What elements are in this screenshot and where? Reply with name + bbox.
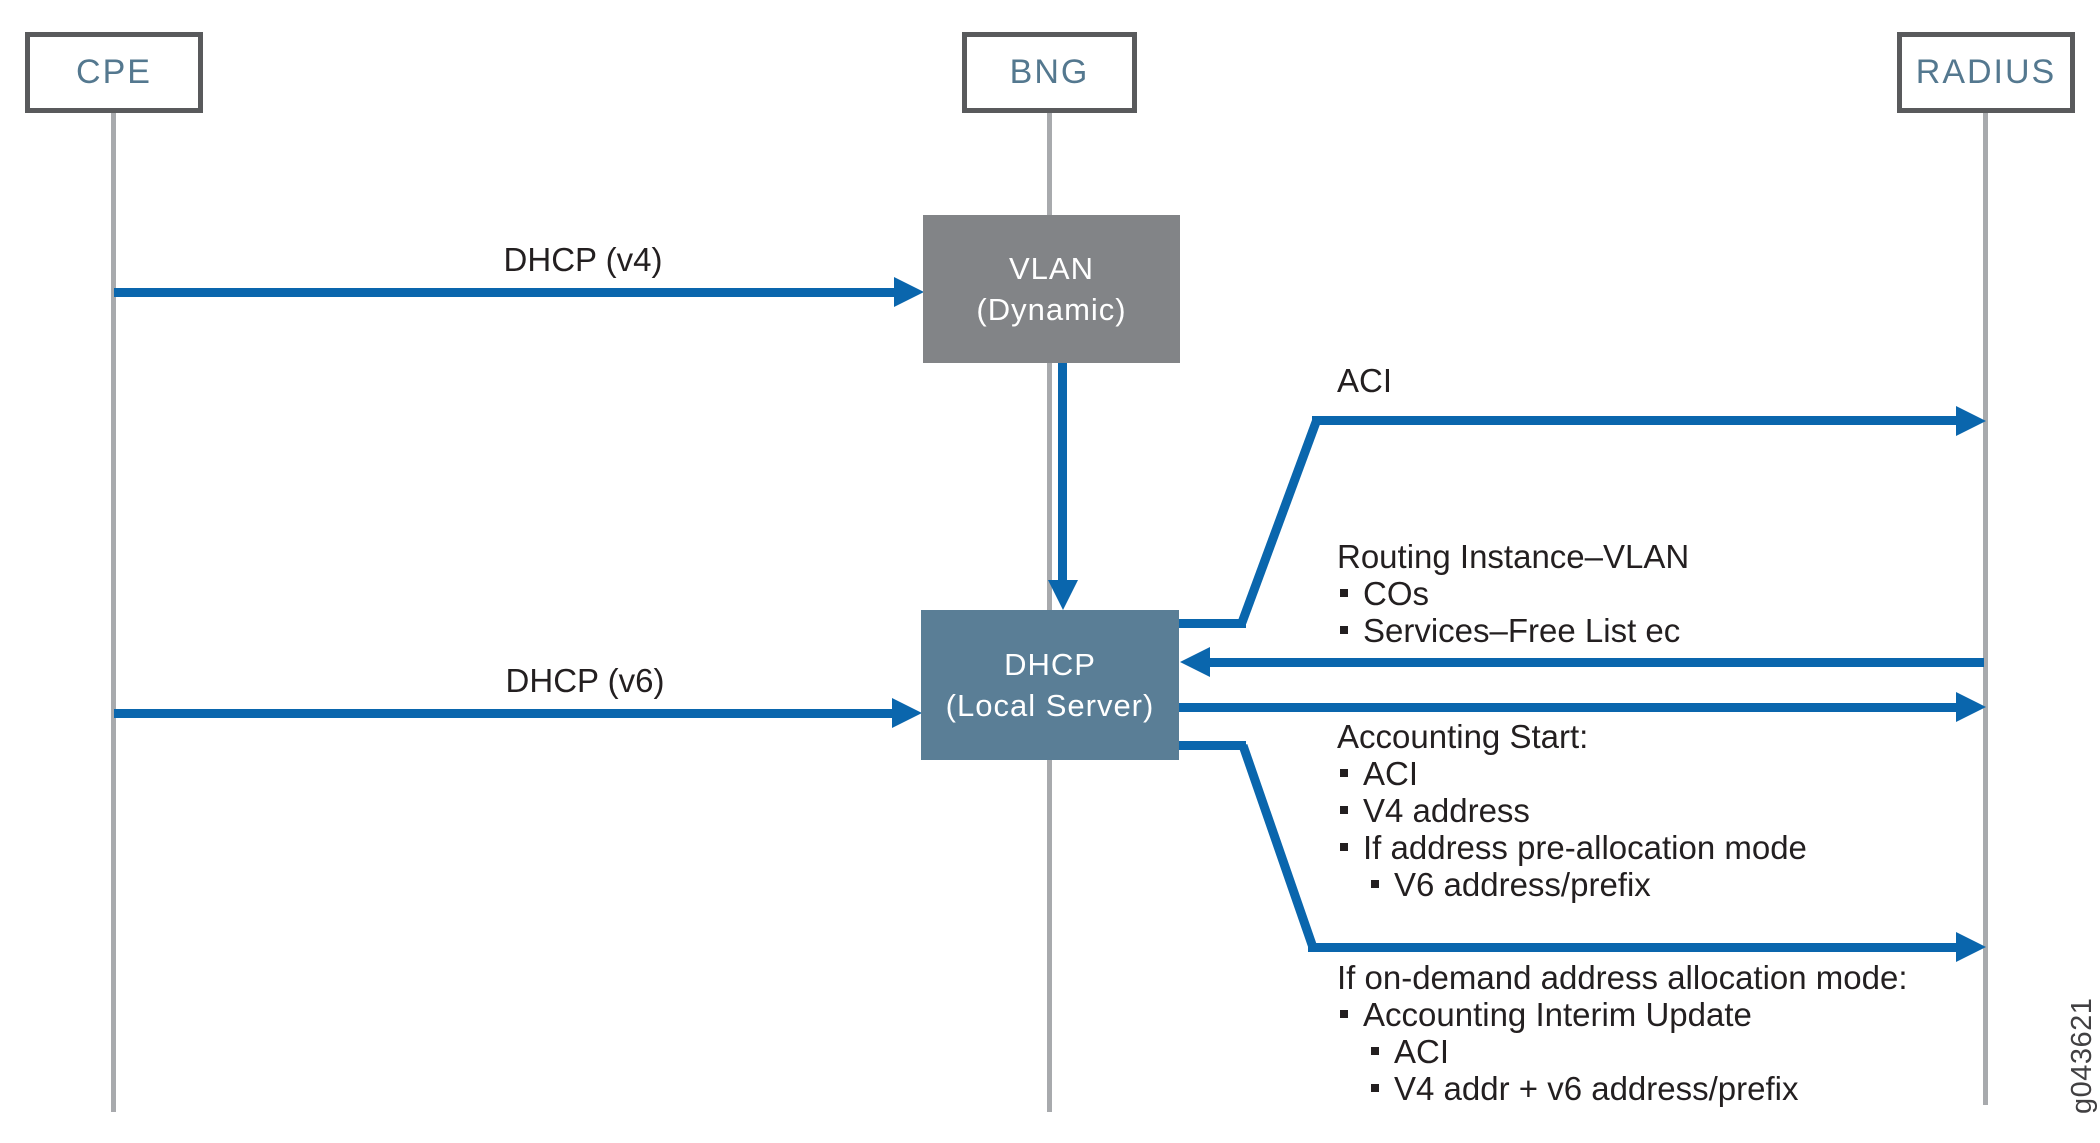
radius-lifeline [1983,113,1988,1105]
dhcp-v6-arrow-line [114,709,892,718]
actor-label-cpe: CPE [76,53,152,91]
bullet-icon [1340,589,1348,597]
actor-box-cpe: CPE [25,32,203,113]
vlan-box: VLAN (Dynamic) [923,215,1180,363]
accounting-start-arrowhead [1956,692,1986,722]
bullet-icon [1371,1084,1379,1092]
vlan-box-line2: (Dynamic) [976,292,1127,327]
aci-arrow-line [1312,416,1958,425]
dhcp-box-line1: DHCP [1004,647,1096,682]
dhcp-v6-arrowhead [892,698,922,728]
dhcp-box-line2: (Local Server) [945,688,1155,723]
dhcp-v4-arrowhead [894,277,924,307]
annotation-on-demand: If on-demand address allocation mode: Ac… [1337,959,1908,1107]
annotation-title: Accounting Start: [1337,718,1589,755]
list-item: Accounting Interim Update [1337,996,1908,1033]
list-item: ACI [1368,1033,1908,1070]
bullet-icon [1340,769,1348,777]
list-item: V4 addr + v6 address/prefix [1368,1070,1908,1107]
on-demand-arrowhead [1956,932,1986,962]
figure-id: g043621 [2066,997,2098,1114]
bullet-icon [1340,626,1348,634]
actor-label-radius: RADIUS [1915,53,2057,91]
aci-arrow-stub [1178,619,1246,628]
on-demand-arrow-line [1308,943,1956,952]
vlan-box-line1: VLAN [1009,251,1094,286]
bullet-icon [1340,806,1348,814]
actor-label-bng: BNG [1009,53,1090,91]
routing-instance-arrow-line [1210,658,1984,667]
cpe-lifeline [111,113,116,1112]
message-label-aci: ACI [1337,362,1393,399]
on-demand-arrow-diagonal [1238,744,1318,950]
aci-arrow-diagonal [1237,417,1322,625]
vlan-to-dhcp-arrow-line [1058,363,1067,582]
actor-box-bng: BNG [962,32,1137,113]
list-item: COs [1337,575,1689,612]
list-item: V4 address [1337,792,1807,829]
annotation-title: Routing Instance–VLAN [1337,538,1690,575]
annotation-title: If on-demand address allocation mode: [1337,959,1908,996]
routing-instance-arrowhead [1180,647,1210,677]
accounting-start-arrow-line [1179,703,1956,712]
dhcp-box: DHCP (Local Server) [921,610,1179,760]
list-item: ACI [1337,755,1807,792]
on-demand-arrow-stub [1178,741,1246,750]
list-item: V6 address/prefix [1368,866,1807,903]
annotation-accounting-start: Accounting Start: ACI V4 address If addr… [1337,718,1807,903]
message-label-dhcp-v4: DHCP (v4) [503,241,663,278]
list-item: Services–Free List ec [1337,612,1689,649]
vlan-to-dhcp-arrowhead [1048,580,1078,610]
message-label-dhcp-v6: DHCP (v6) [505,662,665,699]
bullet-icon [1340,843,1348,851]
actor-box-radius: RADIUS [1897,32,2075,113]
bullet-icon [1371,1047,1379,1055]
list-item: If address pre-allocation mode [1337,829,1807,866]
aci-arrowhead [1956,406,1986,436]
dhcp-v4-arrow-line [114,288,894,297]
annotation-routing-instance: Routing Instance–VLAN COs Services–Free … [1337,538,1689,649]
bullet-icon [1340,1010,1348,1018]
bullet-icon [1371,880,1379,888]
